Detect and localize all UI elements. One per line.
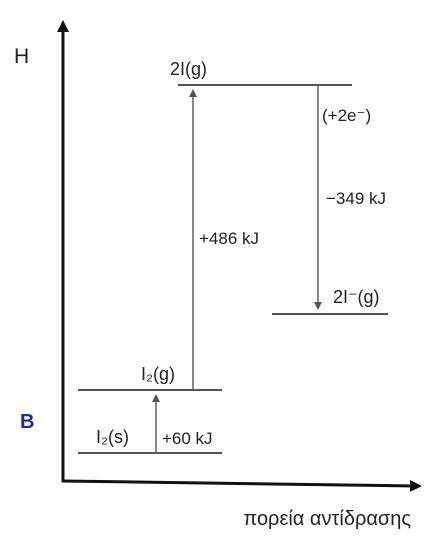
- label-electron-gain: (+2e⁻): [322, 106, 371, 125]
- x-axis: [61, 479, 422, 492]
- label-i2-solid: I₂(s): [96, 427, 129, 447]
- label-2i-gas: 2I(g): [170, 59, 207, 79]
- label-electron-affinity: −349 kJ: [326, 189, 386, 208]
- panel-label: B: [20, 411, 34, 433]
- label-sublimation: +60 kJ: [162, 429, 213, 448]
- label-atomization: +486 kJ: [199, 229, 259, 248]
- y-axis-label: H: [14, 45, 29, 68]
- label-i2-gas: I₂(g): [141, 364, 175, 384]
- label-2i-minus-gas: 2I⁻(g): [333, 287, 380, 307]
- x-axis-label: πορεία αντίδρασης: [243, 508, 411, 530]
